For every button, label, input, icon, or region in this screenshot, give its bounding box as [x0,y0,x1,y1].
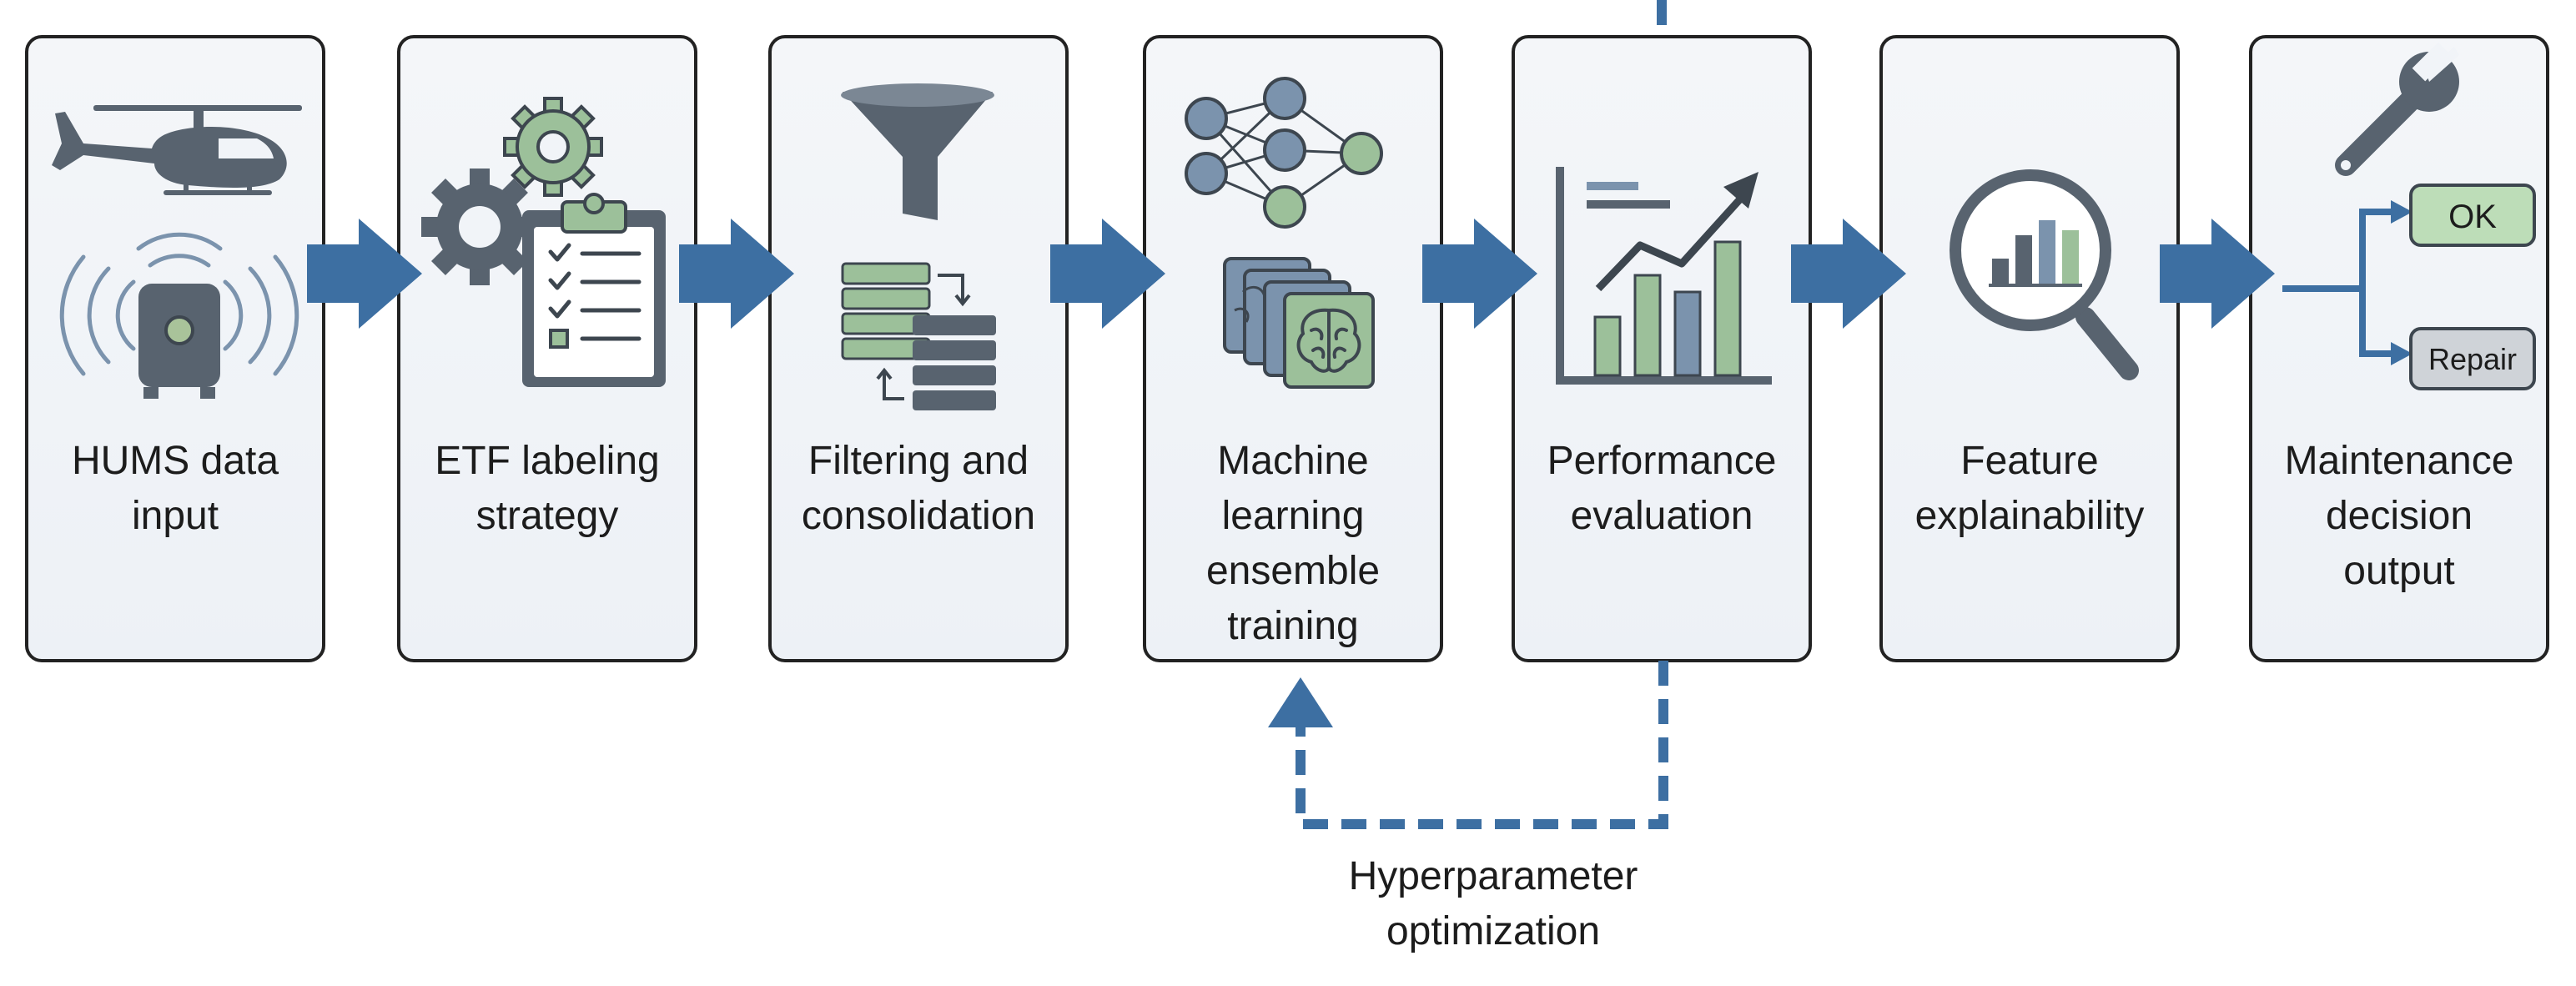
table-stack-icon [841,262,996,410]
step-label-etf: ETF labeling strategy [399,434,696,544]
ok-output-label: OK [2448,199,2497,235]
wrench-icon [2335,42,2459,176]
helicopter-icon [52,105,302,195]
clipboard-icon [522,193,666,387]
decision-branch-icon [2282,209,2396,357]
feedback-loop [1296,0,1668,829]
step-label-filter: Filtering and consolidation [770,434,1067,544]
flow-arrow-4 [1422,219,1537,329]
step-label-line: evaluation [1570,494,1753,538]
feedback-path [1296,661,1668,829]
step-label-ml: Machine learning ensemble training [1145,434,1441,654]
step-label-line: HUMS data [71,439,279,483]
repair-output-box [2409,327,2536,390]
feedback-label-line: Hyperparameter [1348,854,1638,898]
step-label-line: explainability [1914,494,2145,538]
step-label-feat: Feature explainability [1881,434,2178,544]
step-box-feat [1879,35,2180,662]
flow-arrow-5 [1791,219,1906,329]
neural-network-icon [1185,77,1383,229]
step-label-perf: Performance evaluation [1513,434,1810,544]
flow-arrow-1 [307,219,422,329]
step-label-line: decision [2325,494,2473,538]
step-label-line: learning [1221,494,1365,538]
step-label-line: ETF labeling [435,439,660,483]
flow-arrow-6 [2160,219,2275,329]
step-label-line: output [2343,549,2455,593]
step-label-line: Performance [1547,439,1777,483]
feedback-label-line: optimization [1386,909,1601,953]
step-label-line: Filtering and [808,439,1029,483]
chart-trend-icon [1556,167,1772,385]
ok-output-box [2409,184,2536,247]
brain-ensemble-icon [1223,257,1375,389]
flow-arrow-2 [679,219,794,329]
step-label-hums: HUMS data input [27,434,324,544]
step-label-maint: Maintenance decision output [2251,434,2548,599]
step-label-line: training [1227,604,1359,648]
step-label-line: consolidation [801,494,1036,538]
step-label-line: input [131,494,219,538]
repair-output-label: Repair [2428,342,2517,376]
step-label-line: Machine [1217,439,1369,483]
feedback-arrowhead [1268,677,1333,727]
step-label-line: strategy [475,494,619,538]
branch-arrowhead-ok [2391,200,2412,224]
step-label-line: ensemble [1205,549,1381,593]
gear-icon [421,97,603,285]
magnifier-chart-icon [1950,169,2139,380]
flow-arrow-3 [1050,219,1165,329]
flow-arrows [307,219,2275,329]
step-label-line: Feature [1960,439,2099,483]
feedback-label: Hyperparameter optimization [1276,849,1710,959]
branch-arrowhead-repair [2391,342,2412,365]
step-label-line: Maintenance [2284,439,2514,483]
funnel-icon [841,83,994,220]
sensor-icon [59,232,299,399]
